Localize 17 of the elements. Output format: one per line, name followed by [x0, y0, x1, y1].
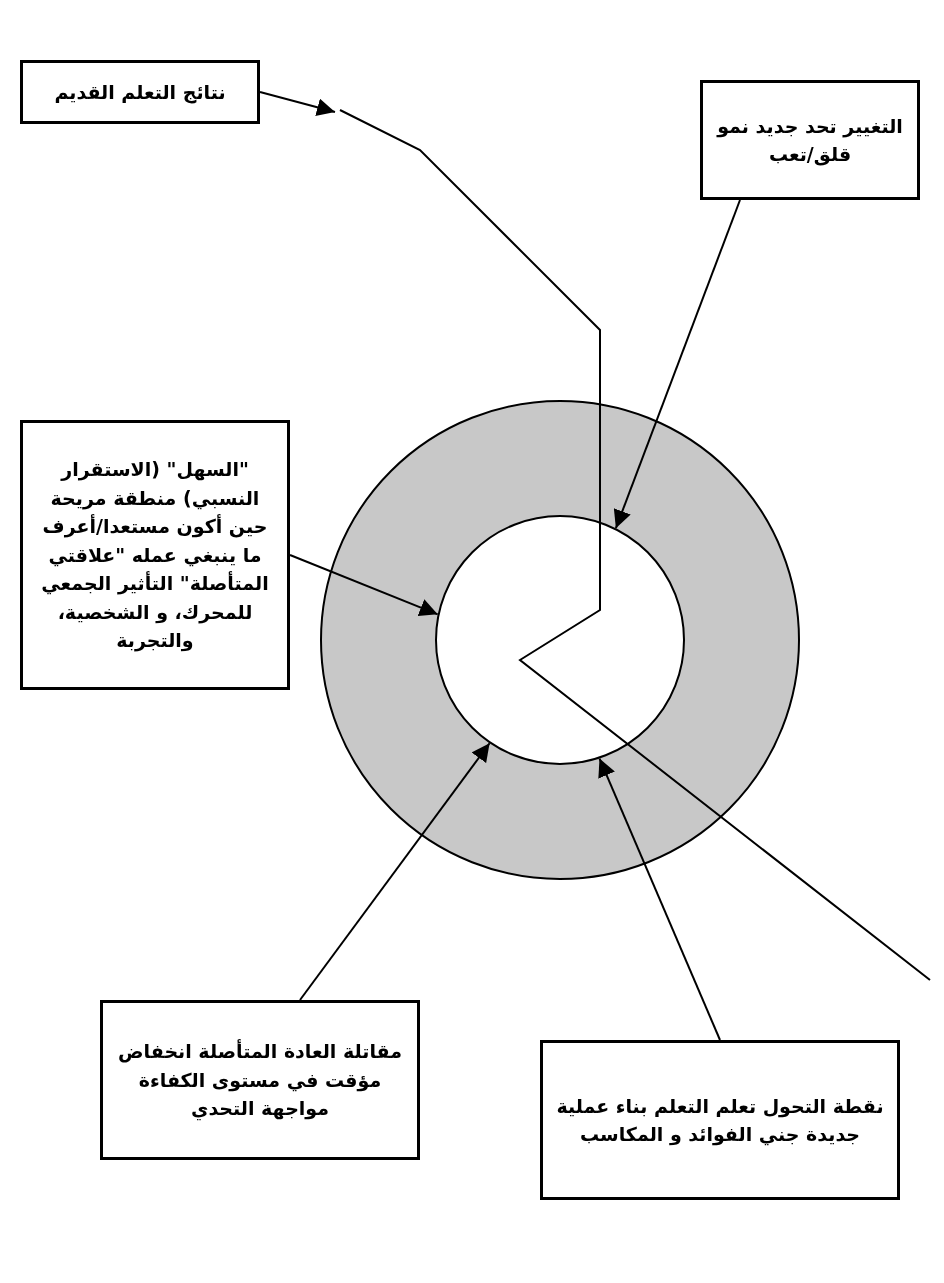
ring-circle [320, 400, 800, 880]
arrow [299, 742, 491, 1001]
text-box [20, 60, 260, 124]
arrow [598, 757, 721, 1041]
arrow [259, 91, 336, 117]
box-text: نقطة التحول تعلم التعلم بناء عملية جديدة جني الفوائد و المكاسب [555, 1093, 885, 1148]
box-text: "السهل" (الاستقرار النسبي) منطقة مريحة حين أكون مستعدا/أعرف ما ينبغي عمله "علاقتي المتأصلة" التأثير الجمعي للمحرك، و الشخصية، والتجربة [40, 457, 270, 654]
text-box [540, 1040, 900, 1200]
inner-circle [435, 515, 685, 765]
text-box [700, 80, 920, 200]
arrow [613, 199, 741, 530]
box-text: نتائج التعلم القديم [54, 79, 226, 106]
box-text: التغيير تحد جديد نمو قلق/تعب [715, 113, 904, 168]
arrow [289, 554, 439, 616]
text-box [100, 1000, 420, 1160]
text-box [20, 420, 290, 690]
box-text: مقاتلة العادة المتأصلة انخفاض مؤقت في مستوى الكفاءة مواجهة التحدي [117, 1038, 403, 1123]
